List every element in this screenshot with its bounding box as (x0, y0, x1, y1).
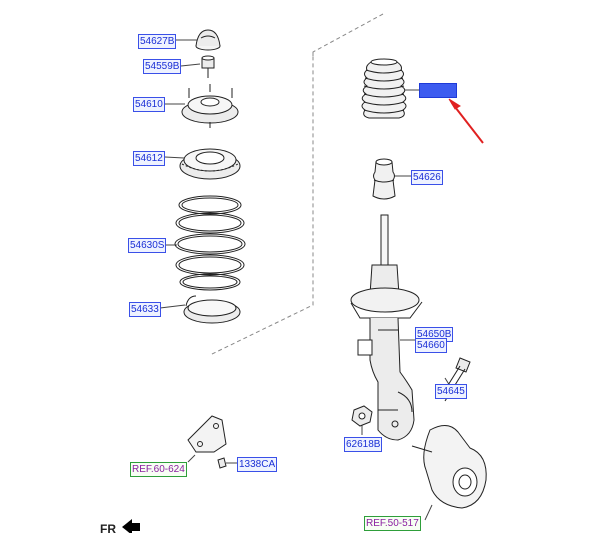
part-label-54627B[interactable]: 54627B (138, 34, 177, 49)
coil-spring-54630S-part (174, 195, 246, 291)
bracket-ref-60-624-part (187, 415, 227, 469)
bearing-54612-part (179, 148, 241, 180)
part-label-54610[interactable]: 54610 (133, 97, 165, 112)
cap-54627B-part (195, 29, 221, 51)
dashed-boundary (209, 13, 384, 356)
red-pointer-arrow (448, 98, 484, 144)
ref-label-60-624[interactable]: REF.60-624 (130, 462, 187, 477)
part-label-1338CA[interactable]: 1338CA (237, 457, 278, 472)
part-label-62618B[interactable]: 62618B (344, 437, 383, 452)
nut-54559B-part (201, 55, 215, 78)
part-label-54630S[interactable]: 54630S (128, 238, 167, 253)
front-direction-arrow-icon (122, 519, 140, 533)
part-label-54612[interactable]: 54612 (133, 151, 165, 166)
dust-boot-54625B-part (361, 58, 407, 119)
part-label-54625B-selected[interactable]: 54625B (419, 83, 458, 98)
spring-seat-54633-part (183, 295, 241, 324)
ref-label-50-517[interactable]: REF.50-517 (364, 516, 421, 531)
front-direction-label: FR (100, 522, 116, 536)
part-label-54559B[interactable]: 54559B (143, 59, 182, 74)
part-label-54645[interactable]: 54645 (435, 384, 467, 399)
part-label-54633[interactable]: 54633 (129, 302, 161, 317)
knuckle-part (411, 425, 487, 509)
strut-assembly-54650B-part (350, 214, 423, 441)
bump-stop-54626-part (372, 158, 396, 200)
mount-54610-part (181, 84, 239, 128)
part-label-54660[interactable]: 54660 (415, 338, 447, 353)
nut-62618B-part (351, 405, 373, 427)
part-label-54626[interactable]: 54626 (411, 170, 443, 185)
